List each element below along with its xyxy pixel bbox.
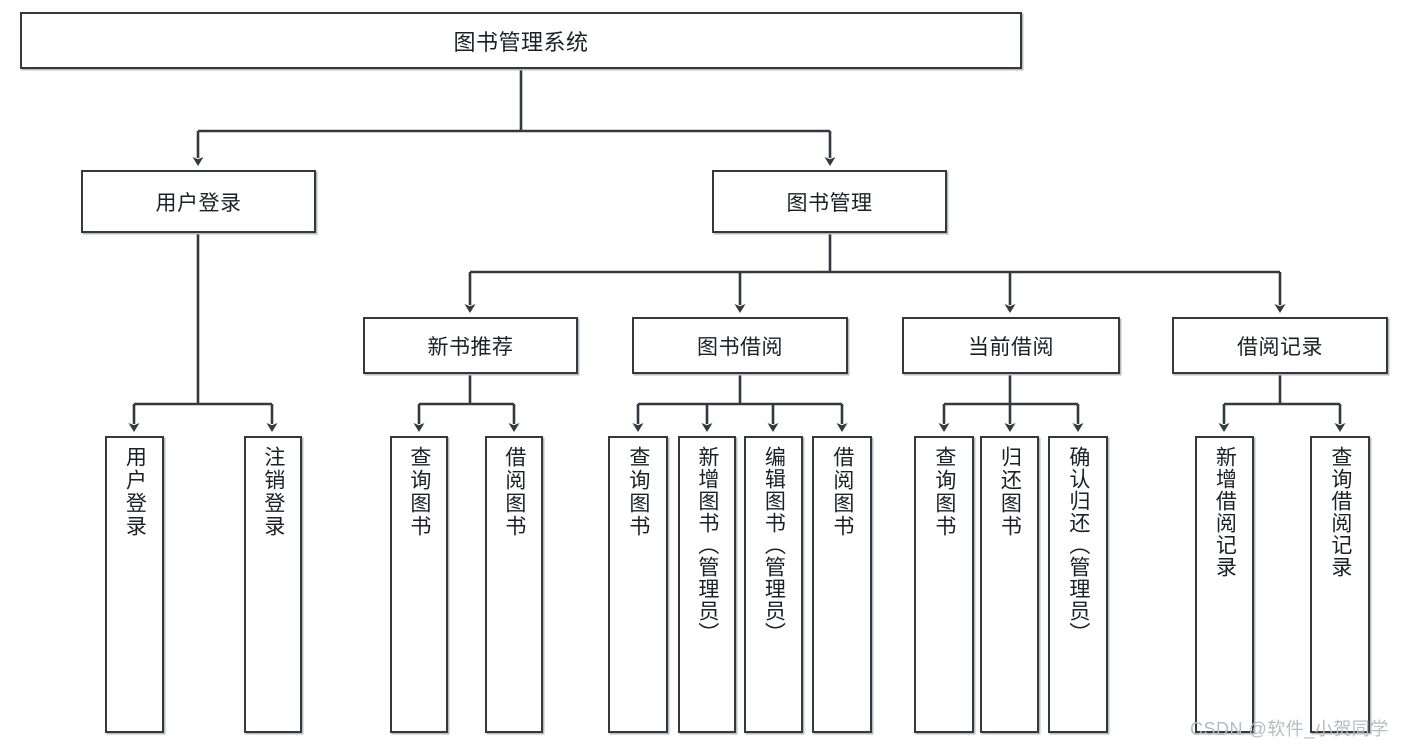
leaf-label: 查询图书	[626, 446, 650, 538]
leaf-label: 确认归还（管理员）	[1066, 446, 1090, 644]
leaf-label: 归还图书	[998, 446, 1022, 538]
leaf-add-book[interactable]: 新增图书（管理员）	[678, 436, 736, 733]
leaf-borrow-book-1[interactable]: 借阅图书	[485, 436, 543, 733]
leaf-label: 注销登录	[261, 446, 285, 538]
node-book-management[interactable]: 图书管理	[712, 170, 947, 233]
leaf-label: 用户登录	[123, 446, 147, 538]
leaf-query-book-2[interactable]: 查询图书	[608, 436, 668, 733]
node-root[interactable]: 图书管理系统	[20, 12, 1022, 69]
leaf-label: 新增借阅记录	[1213, 446, 1237, 578]
leaf-query-book-1[interactable]: 查询图书	[390, 436, 448, 733]
leaf-add-record[interactable]: 新增借阅记录	[1195, 436, 1254, 733]
leaf-return-book[interactable]: 归还图书	[980, 436, 1039, 733]
leaf-borrow-book-2[interactable]: 借阅图书	[812, 436, 872, 733]
node-borrow-record[interactable]: 借阅记录	[1172, 317, 1388, 374]
leaf-user-login[interactable]: 用户登录	[105, 436, 164, 733]
node-current-borrow[interactable]: 当前借阅	[902, 317, 1120, 374]
node-book-borrow[interactable]: 图书借阅	[632, 317, 848, 374]
leaf-label: 借阅图书	[502, 446, 526, 538]
node-user-login[interactable]: 用户登录	[81, 170, 316, 233]
leaf-logout-login[interactable]: 注销登录	[244, 436, 302, 733]
leaf-confirm-return[interactable]: 确认归还（管理员）	[1048, 436, 1108, 733]
leaf-label: 编辑图书（管理员）	[762, 446, 786, 644]
leaf-query-book-3[interactable]: 查询图书	[914, 436, 974, 733]
leaf-label: 查询借阅记录	[1328, 446, 1352, 578]
leaf-label: 新增图书（管理员）	[695, 446, 719, 644]
leaf-label: 查询图书	[407, 446, 431, 538]
leaf-label: 查询图书	[932, 446, 956, 538]
csdn-watermark: CSDN @软件_小贺同学	[1190, 719, 1389, 739]
leaf-label: 借阅图书	[830, 446, 854, 538]
leaf-query-record[interactable]: 查询借阅记录	[1310, 436, 1370, 733]
leaf-edit-book[interactable]: 编辑图书（管理员）	[744, 436, 803, 733]
node-new-book-recommend[interactable]: 新书推荐	[363, 317, 578, 374]
